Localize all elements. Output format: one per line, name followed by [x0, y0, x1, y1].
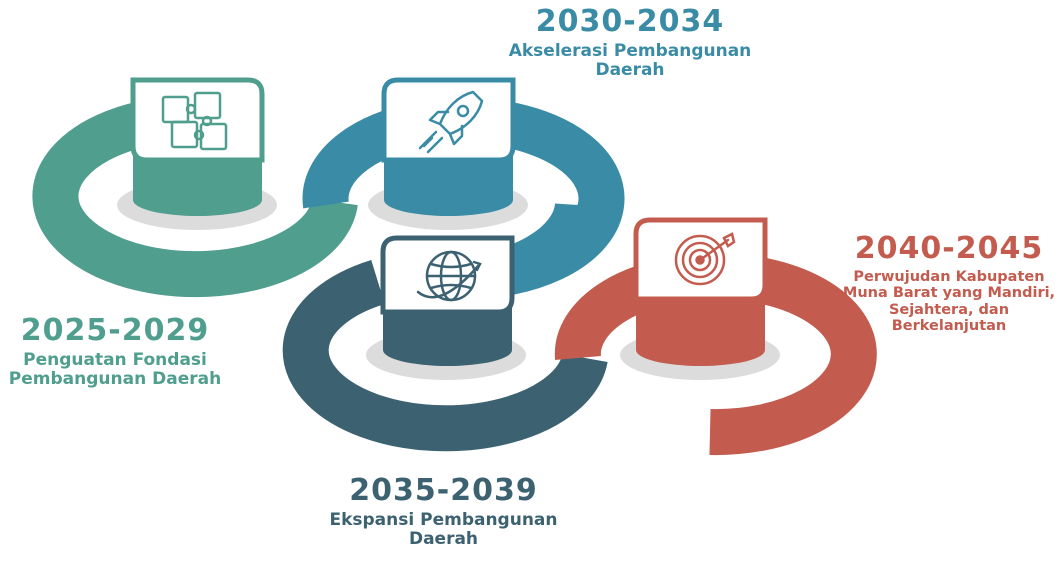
stage-3-card [380, 235, 515, 366]
rocket-icon [418, 90, 484, 154]
stage-4-description: Perwujudan Kabupaten Muna Barat yang Man… [842, 269, 1056, 335]
stage-2-card [381, 77, 516, 216]
stage-2-description: Akselerasi Pembangunan Daerah [508, 41, 752, 81]
stage-4-label: 2040-2045 Perwujudan Kabupaten Muna Bara… [836, 232, 1062, 335]
stage-4-years: 2040-2045 [854, 231, 1044, 266]
stage-4-card [633, 217, 768, 366]
stage-2-years: 2030-2034 [535, 4, 725, 39]
stage-1-label: 2025-2029 Penguatan Fondasi Pembangunan … [0, 314, 230, 389]
stage-3-years: 2035-2039 [349, 473, 538, 508]
stage-3-description: Ekspansi Pembangunan Daerah [329, 510, 558, 550]
target-icon [674, 232, 736, 286]
stage-1-card [130, 77, 265, 216]
stage-1-years: 2025-2029 [20, 313, 210, 348]
globe-icon [416, 250, 482, 302]
stage-3-label: 2035-2039 Ekspansi Pembangunan Daerah [326, 474, 561, 549]
stage-2-label: 2030-2034 Akselerasi Pembangunan Daerah [500, 5, 760, 80]
stage-1-description: Penguatan Fondasi Pembangunan Daerah [8, 350, 222, 390]
puzzle-icon [161, 91, 228, 151]
